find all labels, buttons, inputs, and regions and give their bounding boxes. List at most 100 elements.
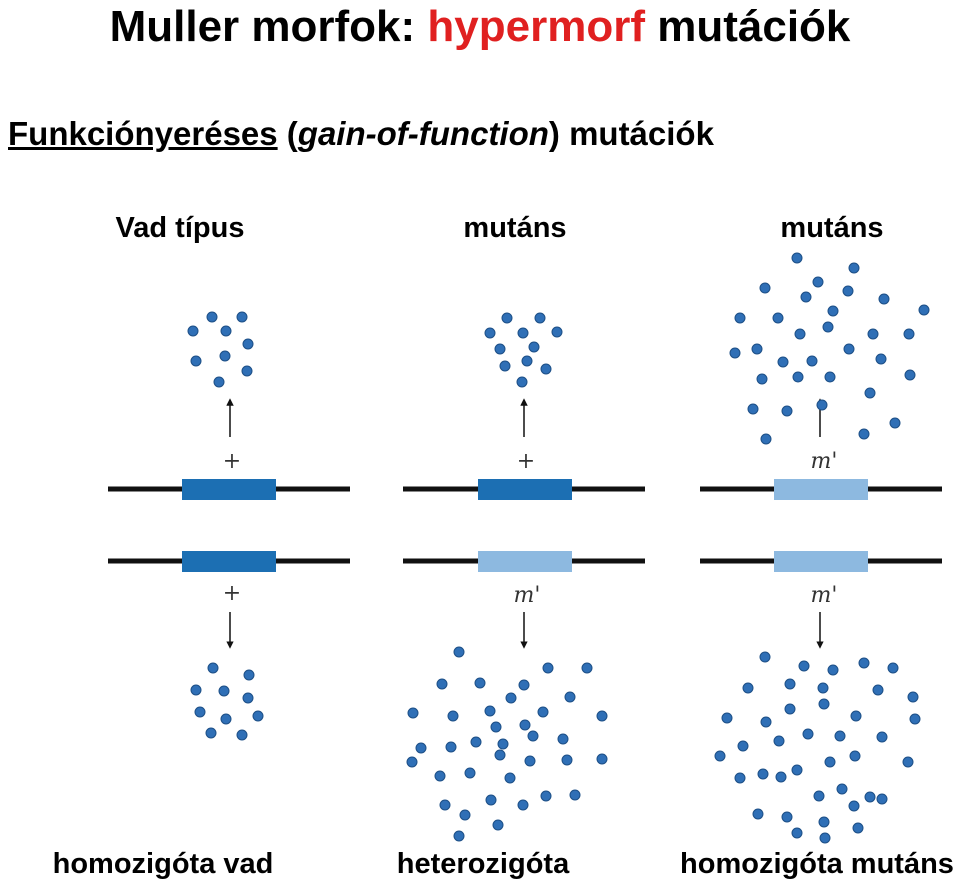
molecule-dot [564, 691, 576, 703]
molecule-dot [501, 312, 513, 324]
molecule-dot [757, 768, 769, 780]
molecule-dot [903, 328, 915, 340]
molecule-dot [407, 707, 419, 719]
molecule-dot [798, 660, 810, 672]
allele-label-bottom: m' [811, 583, 838, 608]
molecule-dot [497, 738, 509, 750]
allele-label-top: + [517, 449, 535, 474]
molecule-dot [759, 282, 771, 294]
molecule-dot [518, 679, 530, 691]
molecule-dot [241, 365, 253, 377]
allele-label-bottom: + [223, 581, 241, 606]
molecule-dot [867, 328, 879, 340]
column-wild-type: + + [108, 311, 350, 741]
column-homozygous-mutant: m' m' [700, 252, 942, 844]
molecule-dot [889, 417, 901, 429]
molecule-dot [504, 772, 516, 784]
molecule-dot [445, 741, 457, 753]
molecule-dot [243, 669, 255, 681]
molecule-dot [187, 325, 199, 337]
molecule-dot [521, 355, 533, 367]
molecule-dot [242, 692, 254, 704]
molecule-dot [751, 343, 763, 355]
molecule-dot [194, 706, 206, 718]
molecule-dot [802, 728, 814, 740]
molecule-dot [836, 783, 848, 795]
molecule-cluster-top [187, 311, 254, 388]
molecule-dot [813, 790, 825, 802]
molecule-dot [484, 705, 496, 717]
molecule-dot [474, 677, 486, 689]
molecule-dot [714, 750, 726, 762]
molecule-dot [872, 684, 884, 696]
molecule-dot [734, 772, 746, 784]
molecule-dot [205, 727, 217, 739]
molecule-dot [516, 376, 528, 388]
molecule-dot [551, 326, 563, 338]
molecule-dot [406, 756, 418, 768]
molecule-dot [213, 376, 225, 388]
molecule-dot [784, 703, 796, 715]
molecule-dot [729, 347, 741, 359]
molecule-dot [842, 285, 854, 297]
molecule-dot [824, 371, 836, 383]
gene-wild-type-top [478, 479, 572, 500]
molecule-dot [792, 371, 804, 383]
molecule-dot [534, 312, 546, 324]
subtitle-italic: gain-of-function [297, 115, 549, 152]
molecule-dot [887, 662, 899, 674]
molecule-dot [524, 755, 536, 767]
molecule-dot [849, 750, 861, 762]
molecule-dot [236, 729, 248, 741]
gene-wild-type-bottom [182, 551, 276, 572]
molecule-dot [219, 350, 231, 362]
molecule-dot [464, 767, 476, 779]
subtitle-rest: mutációk [569, 115, 714, 152]
gene-mutant-bottom [478, 551, 572, 572]
gene-wild-type-top [182, 479, 276, 500]
molecule-dot [864, 387, 876, 399]
molecule-dot [540, 790, 552, 802]
molecule-dot [834, 730, 846, 742]
subtitle-paren-close: ) [548, 115, 560, 152]
molecule-dot [517, 799, 529, 811]
molecule-dot [876, 793, 888, 805]
molecule-cluster-top [729, 252, 930, 445]
column-footer-homozygous-mutant: homozigóta mutáns [680, 848, 954, 880]
molecule-dot [817, 682, 829, 694]
molecule-dot [772, 312, 784, 324]
molecule-dot [540, 363, 552, 375]
molecule-dot [818, 816, 830, 828]
molecule-dot [190, 684, 202, 696]
molecule-dot [819, 832, 831, 844]
molecule-dot [459, 809, 471, 821]
molecule-dot [850, 710, 862, 722]
molecule-dot [760, 716, 772, 728]
molecule-dot [737, 740, 749, 752]
molecule-dot [447, 710, 459, 722]
gene-mutant-top [774, 479, 868, 500]
molecule-dot [252, 710, 264, 722]
molecule-dot [816, 399, 828, 411]
molecule-dot [858, 657, 870, 669]
molecule-dot [492, 819, 504, 831]
title-part2: mutációk [657, 2, 851, 51]
molecule-dot [791, 252, 803, 264]
molecule-dot [759, 651, 771, 663]
molecule-dot [236, 311, 248, 323]
subtitle-paren-open: ( [286, 115, 298, 152]
molecule-dot [909, 713, 921, 725]
molecule-dot [436, 678, 448, 690]
molecule-dot [527, 730, 539, 742]
molecule-dot [207, 662, 219, 674]
molecule-dot [519, 719, 531, 731]
molecule-dot [752, 808, 764, 820]
molecule-dot [490, 721, 502, 733]
molecule-dot [206, 311, 218, 323]
molecule-dot [581, 662, 593, 674]
allele-label-top: + [223, 449, 241, 474]
molecule-dot [864, 791, 876, 803]
molecule-dot [904, 369, 916, 381]
molecule-dot [242, 338, 254, 350]
molecule-dot [760, 433, 772, 445]
